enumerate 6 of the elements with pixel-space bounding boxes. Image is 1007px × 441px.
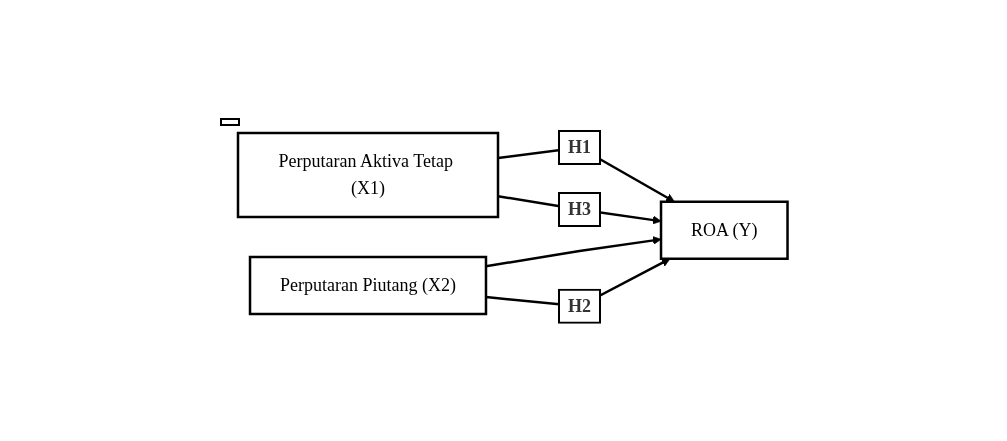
edge-label: H2: [567, 295, 591, 316]
node-box: Perputaran Aktiva Tetap (X1): [236, 131, 499, 218]
node-box: Perputaran Piutang (X2): [248, 255, 487, 315]
node-box: ROA (Y): [659, 200, 789, 260]
edge-label: H3: [567, 198, 591, 219]
edge-label: H1: [567, 136, 591, 157]
